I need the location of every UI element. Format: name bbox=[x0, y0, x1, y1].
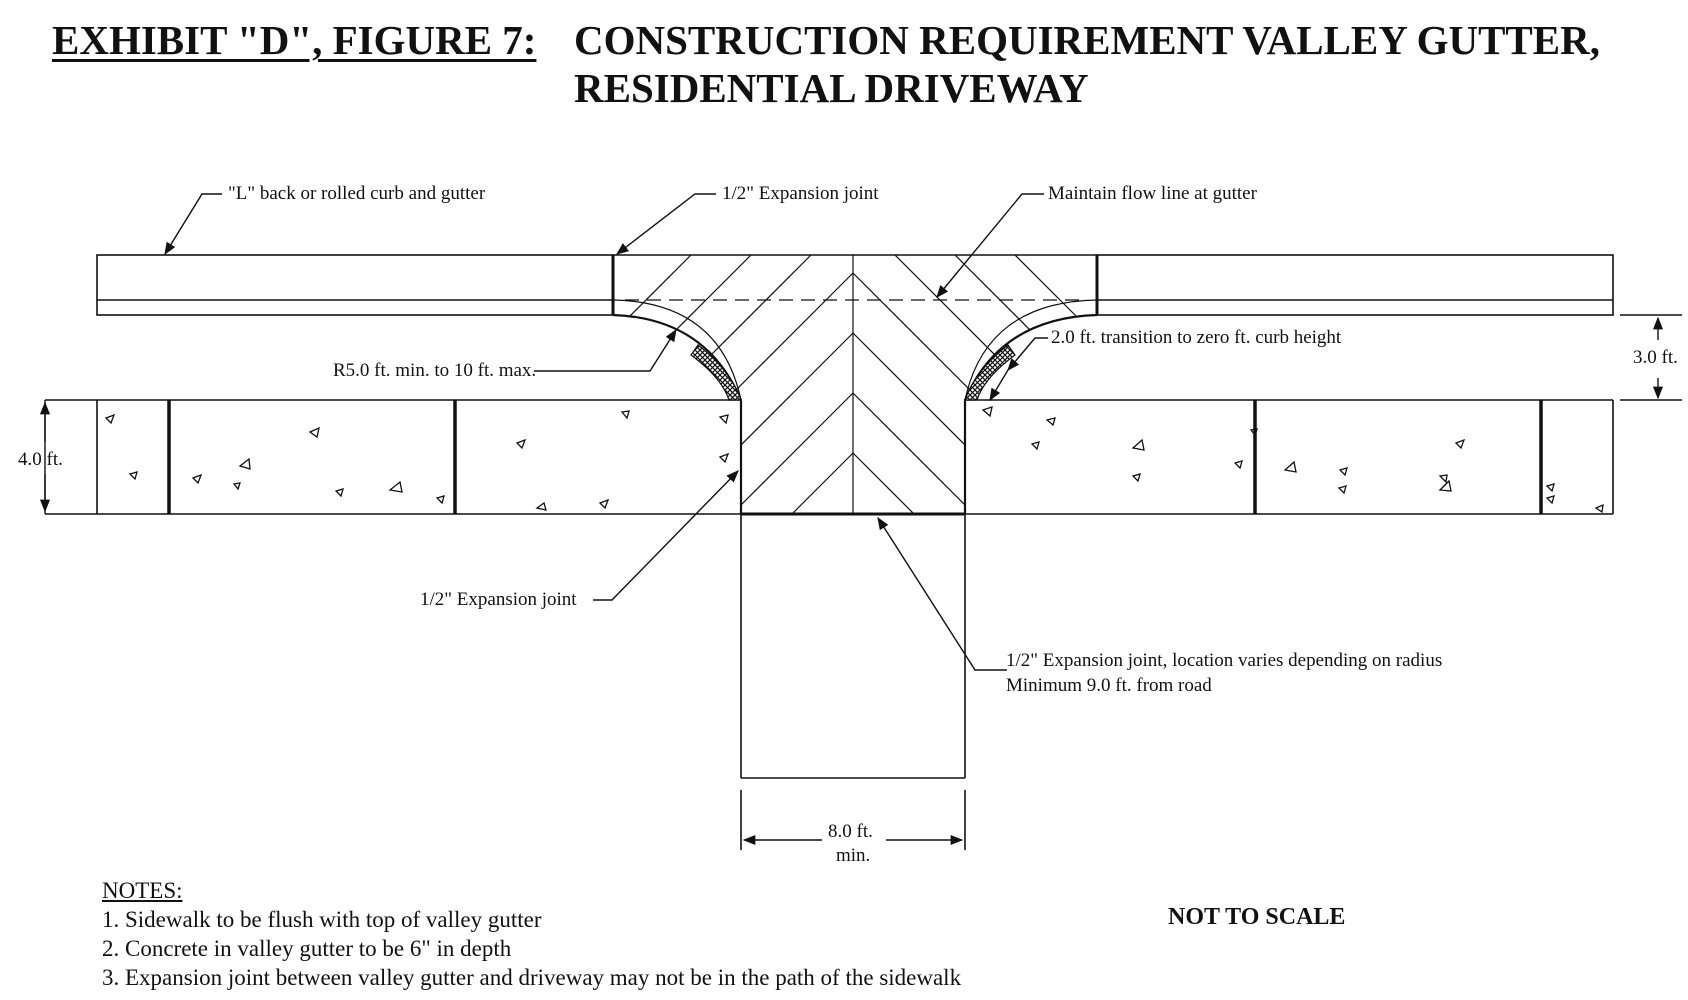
concrete-aggregate bbox=[104, 406, 1604, 514]
driveway bbox=[740, 514, 966, 850]
leader-lines bbox=[164, 193, 1048, 671]
gutter-width-dimension: 3.0 ft. bbox=[1633, 347, 1678, 368]
notes-header: NOTES: bbox=[102, 878, 183, 903]
notes-block: NOTES: 1. Sidewalk to be flush with top … bbox=[102, 876, 961, 992]
expansion-joint-left-label: 1/2" Expansion joint bbox=[420, 589, 577, 610]
curb-transition bbox=[690, 344, 1016, 401]
expansion-joint-drive-label-line-2: Minimum 9.0 ft. from road bbox=[1006, 675, 1212, 696]
radius-label: R5.0 ft. min. to 10 ft. max. bbox=[333, 360, 537, 381]
sidewalk-width-dimension: 4.0 ft. bbox=[18, 449, 63, 470]
note-item: 1. Sidewalk to be flush with top of vall… bbox=[102, 907, 542, 932]
note-item: 2. Concrete in valley gutter to be 6" in… bbox=[102, 936, 512, 961]
scale-note: NOT TO SCALE bbox=[1168, 904, 1346, 930]
figure-number: EXHIBIT "D", FIGURE 7: bbox=[52, 17, 537, 63]
valley-gutter-outline bbox=[611, 254, 1099, 516]
sidewalk bbox=[45, 399, 1614, 515]
driveway-width-dimension: 8.0 ft. bbox=[828, 821, 873, 842]
curb-and-gutter bbox=[96, 254, 1614, 316]
flow-line-label: Maintain flow line at gutter bbox=[1048, 183, 1257, 204]
driveway-width-min: min. bbox=[836, 845, 871, 866]
curb-label: "L" back or rolled curb and gutter bbox=[228, 183, 486, 204]
dimension-lines bbox=[39, 314, 1682, 846]
transition-label: 2.0 ft. transition to zero ft. curb heig… bbox=[1051, 327, 1342, 348]
expansion-joint-drive-label-line-1: 1/2" Expansion joint, location varies de… bbox=[1006, 650, 1443, 671]
note-item: 3. Expansion joint between valley gutter… bbox=[102, 965, 962, 990]
page-title-line-2: RESIDENTIAL DRIVEWAY bbox=[574, 65, 1089, 111]
page-title-line-1: CONSTRUCTION REQUIREMENT VALLEY GUTTER, bbox=[574, 17, 1600, 63]
expansion-joint-top-label: 1/2" Expansion joint bbox=[722, 183, 879, 204]
